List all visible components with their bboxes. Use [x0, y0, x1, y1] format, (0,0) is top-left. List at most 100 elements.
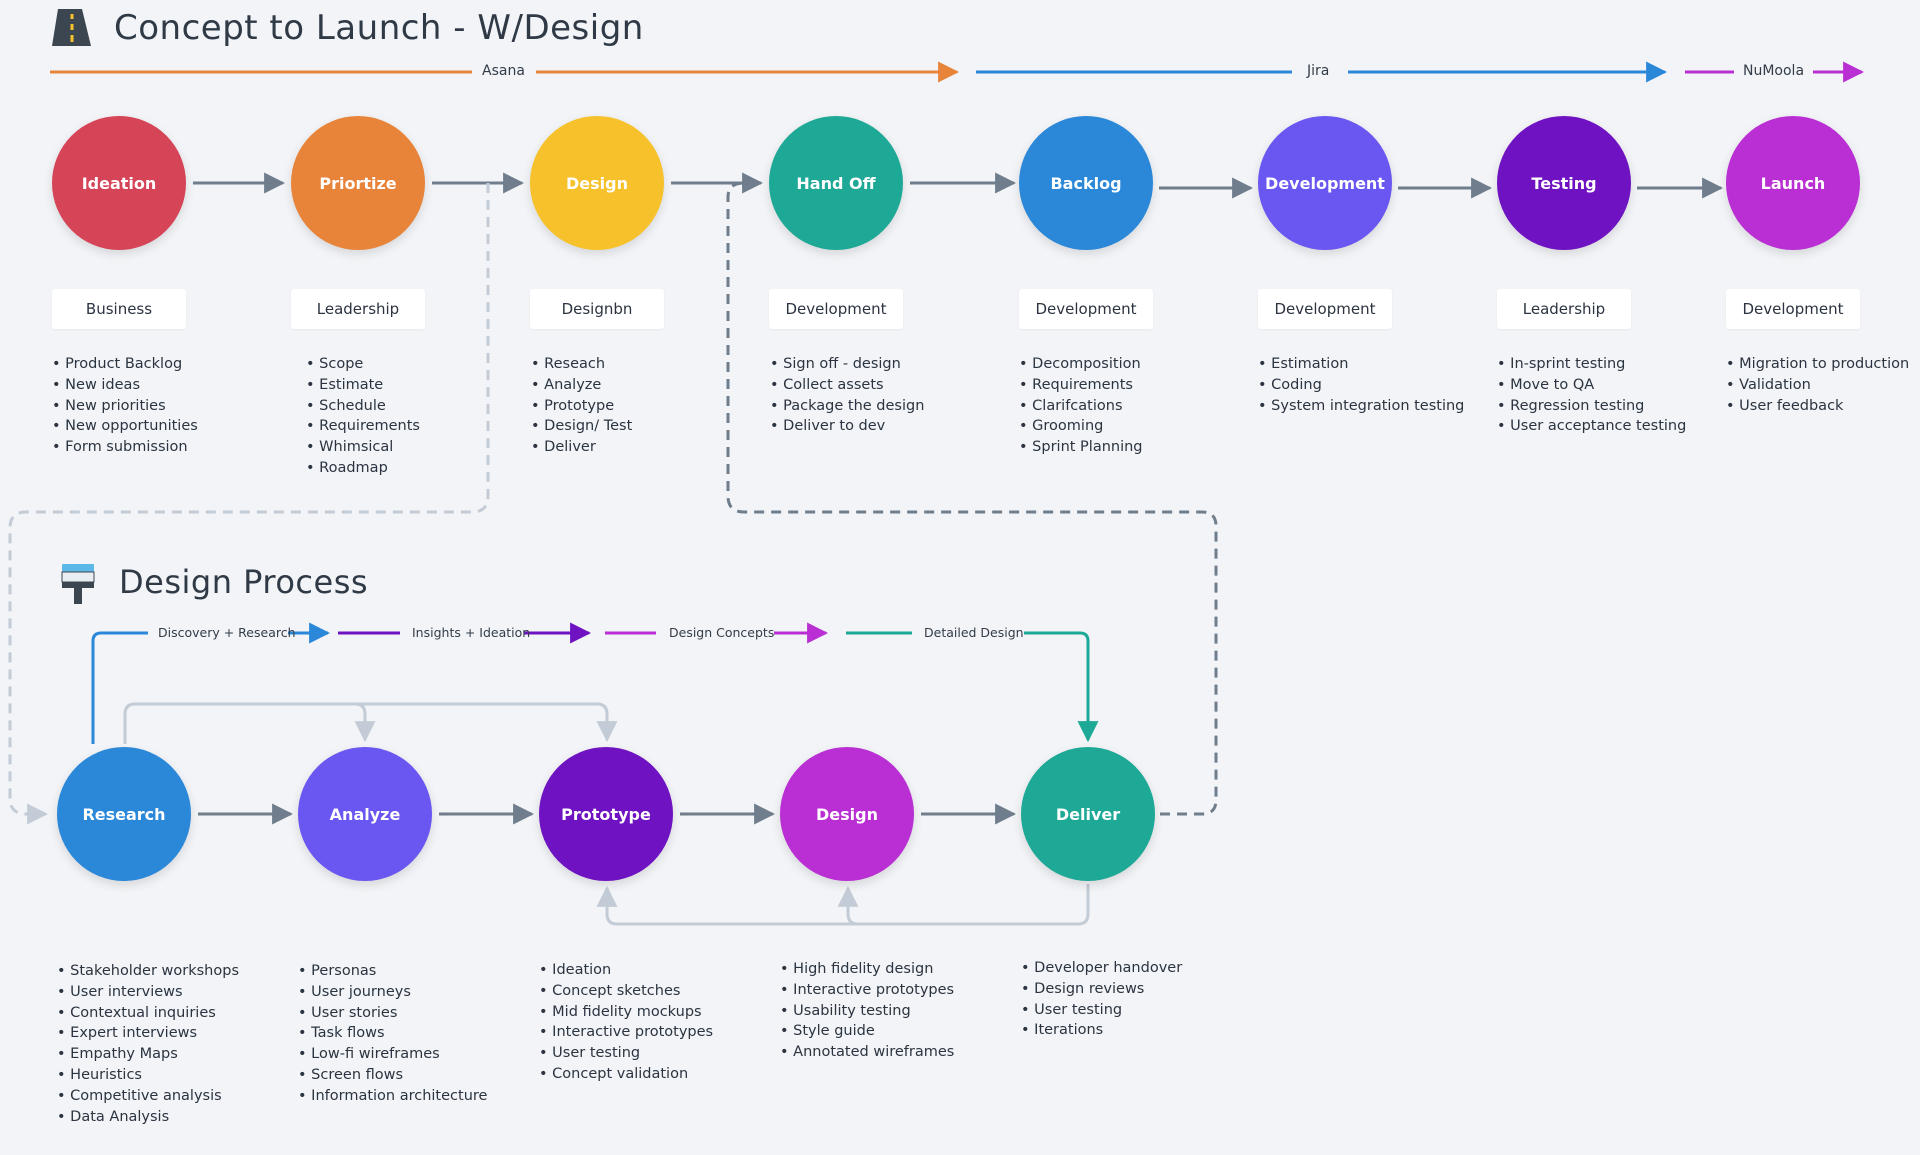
list-item: Usability testing	[780, 1001, 954, 1022]
list-item: Form submission	[52, 437, 198, 458]
list-item: Contextual inquiries	[57, 1003, 239, 1024]
stage-node-testing: Testing	[1497, 116, 1631, 250]
list-item: Stakeholder workshops	[57, 961, 239, 982]
process-node-research: Research	[57, 747, 191, 881]
list-item: Decomposition	[1019, 354, 1143, 375]
stage-node-prioritize: Priortize	[291, 116, 425, 250]
list-item: User journeys	[298, 982, 487, 1003]
list-item: Roadmap	[306, 458, 420, 479]
list-item: Reseach	[531, 354, 632, 375]
phase-label-concepts: Design Concepts	[669, 625, 775, 640]
list-item: Design reviews	[1021, 979, 1182, 1000]
list-item: Information architecture	[298, 1086, 487, 1107]
list-item: Whimsical	[306, 437, 420, 458]
list-item: New opportunities	[52, 416, 198, 437]
stage-items-ideation: Product Backlog New ideas New priorities…	[52, 354, 198, 458]
feedback-loops	[123, 702, 1090, 926]
stage-items-launch: Migration to production Validation User …	[1726, 354, 1909, 416]
track-label-jira: Jira	[1307, 63, 1330, 79]
list-item: Empathy Maps	[57, 1044, 239, 1065]
stage-items-hand-off: Sign off - design Collect assets Package…	[770, 354, 924, 437]
list-item: Requirements	[1019, 375, 1143, 396]
list-item: Clarifcations	[1019, 396, 1143, 417]
paint-brush-icon	[61, 564, 95, 604]
list-item: Personas	[298, 961, 487, 982]
owner-tag-testing: Leadership	[1497, 289, 1631, 329]
list-item: Data Analysis	[57, 1107, 239, 1128]
process-items-deliver: Developer handover Design reviews User t…	[1021, 958, 1182, 1041]
list-item: Regression testing	[1497, 396, 1686, 417]
list-item: Collect assets	[770, 375, 924, 396]
stage-node-ideation: Ideation	[52, 116, 186, 250]
list-item: Sprint Planning	[1019, 437, 1142, 458]
stage-items-prioritize: Scope Estimate Schedule Requirements Whi…	[306, 354, 420, 479]
phase-label-detailed: Detailed Design	[924, 625, 1024, 640]
list-item: Ideation	[539, 960, 713, 981]
owner-tag-development: Development	[1258, 289, 1392, 329]
list-item: Prototype	[531, 396, 632, 417]
process-node-analyze: Analyze	[298, 747, 432, 881]
list-item: Deliver	[531, 437, 632, 458]
stage-items-design: Reseach Analyze Prototype Design/ Test D…	[531, 354, 632, 458]
list-item: Analyze	[531, 375, 632, 396]
list-item: Iterations	[1021, 1020, 1182, 1041]
list-item: Sign off - design	[770, 354, 924, 375]
owner-tag-hand-off: Development	[769, 289, 903, 329]
stage-items-backlog: Decomposition Requirements Clarifcations…	[1019, 354, 1143, 458]
process-items-research: Stakeholder workshops User interviews Co…	[57, 961, 239, 1127]
list-item: Task flows	[298, 1023, 487, 1044]
phase-label-insights: Insights + Ideation	[412, 625, 531, 640]
list-item: New priorities	[52, 396, 198, 417]
owner-tag-launch: Development	[1726, 289, 1860, 329]
process-node-design: Design	[780, 747, 914, 881]
list-item: Move to QA	[1497, 375, 1686, 396]
phase-lines	[91, 622, 1099, 744]
process-items-prototype: Ideation Concept sketches Mid fidelity m…	[539, 960, 713, 1085]
list-item: Style guide	[780, 1021, 954, 1042]
list-item: Package the design	[770, 396, 924, 417]
list-item: Developer handover	[1021, 958, 1182, 979]
list-item: System integration testing	[1258, 396, 1464, 417]
list-item: In-sprint testing	[1497, 354, 1686, 375]
stage-items-testing: In-sprint testing Move to QA Regression …	[1497, 354, 1686, 437]
process-items-analyze: Personas User journeys User stories Task…	[298, 961, 487, 1107]
list-item: Screen flows	[298, 1065, 487, 1086]
list-item: Deliver to dev	[770, 416, 924, 437]
list-item: User testing	[539, 1043, 713, 1064]
stage-node-backlog: Backlog	[1019, 116, 1153, 250]
stage-node-design: Design	[530, 116, 664, 250]
phase-label-discovery: Discovery + Research	[158, 625, 296, 640]
road-icon	[52, 9, 91, 46]
design-to-process-connector	[8, 183, 490, 825]
track-label-numoola: NuMoola	[1743, 63, 1805, 79]
list-item: Coding	[1258, 375, 1464, 396]
list-item: User feedback	[1726, 396, 1909, 417]
page-title: Concept to Launch - W/Design	[114, 8, 644, 48]
list-item: Interactive prototypes	[780, 980, 954, 1001]
list-item: Migration to production	[1726, 354, 1909, 375]
process-node-deliver: Deliver	[1021, 747, 1155, 881]
list-item: Validation	[1726, 375, 1909, 396]
list-item: New ideas	[52, 375, 198, 396]
owner-tag-ideation: Business	[52, 289, 186, 329]
list-item: Estimate	[306, 375, 420, 396]
list-item: Design/ Test	[531, 416, 632, 437]
list-item: Schedule	[306, 396, 420, 417]
list-item: Mid fidelity mockups	[539, 1002, 713, 1023]
stage-node-development: Development	[1258, 116, 1392, 250]
deliver-to-handoff-connector	[726, 181, 1218, 816]
process-items-design: High fidelity design Interactive prototy…	[780, 959, 954, 1063]
owner-tag-backlog: Development	[1019, 289, 1153, 329]
top-flow-arrows	[193, 172, 1724, 199]
list-item: Grooming	[1019, 416, 1143, 437]
list-item: Interactive prototypes	[539, 1022, 713, 1043]
stage-items-development: Estimation Coding System integration tes…	[1258, 354, 1464, 416]
list-item: Estimation	[1258, 354, 1464, 375]
track-label-asana: Asana	[482, 63, 525, 79]
list-item: Concept validation	[539, 1064, 713, 1085]
list-item: User acceptance testing	[1497, 416, 1686, 437]
list-item: Concept sketches	[539, 981, 713, 1002]
list-item: Product Backlog	[52, 354, 198, 375]
list-item: Annotated wireframes	[780, 1042, 954, 1063]
